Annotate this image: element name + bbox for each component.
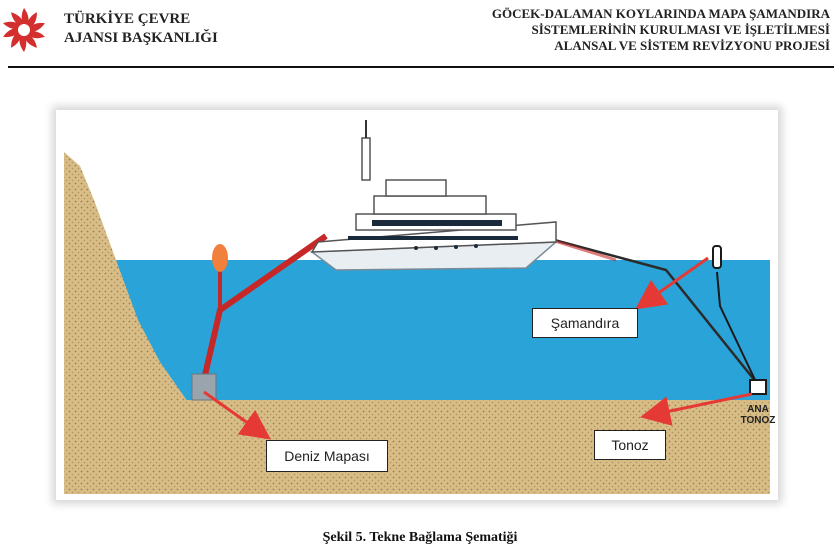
stern-mooring-line	[531, 232, 757, 383]
yacht-icon	[309, 120, 559, 271]
arrow-samandira	[635, 256, 709, 310]
orange-buoy-icon	[212, 244, 228, 272]
main-tonoz-block	[749, 379, 767, 395]
project-title: GÖCEK-DALAMAN KOYLARINDA MAPA ŞAMANDIRA …	[492, 6, 830, 54]
arrow-deniz-mapasi	[203, 390, 271, 440]
org-line-1: TÜRKİYE ÇEVRE	[64, 11, 191, 27]
mooring-diagram-svg	[64, 116, 770, 494]
figure-caption: Şekil 5. Tekne Bağlama Şematiği	[322, 530, 518, 545]
project-line-2: SİSTEMLERİNİN KURULMASI VE İŞLETİLMESİ	[531, 22, 831, 37]
buoy-chain	[716, 271, 757, 383]
ana-tonoz-line-2: TONOZ	[740, 415, 776, 426]
header-divider	[8, 66, 834, 68]
ana-tonoz-line-1: ANA	[747, 404, 769, 415]
samandira-label: Şamandıra	[532, 308, 638, 338]
tonoz-label: Tonoz	[594, 430, 666, 460]
organization-name: TÜRKİYE ÇEVRE AJANSI BAŞKANLIĞI	[64, 10, 218, 48]
project-line-1: GÖCEK-DALAMAN KOYLARINDA MAPA ŞAMANDIRA	[491, 6, 830, 21]
mooring-diagram: Şamandıra Deniz Mapası Tonoz ANA TONOZ	[56, 110, 778, 500]
agency-logo	[0, 2, 52, 54]
deniz-mapasi-label: Deniz Mapası	[266, 440, 388, 472]
org-line-2: AJANSI BAŞKANLIĞI	[64, 30, 218, 46]
arrow-tonoz	[640, 392, 753, 426]
coastal-cliff	[64, 152, 188, 402]
ana-tonoz-label: ANA TONOZ	[740, 404, 776, 426]
project-line-3: ALANSAL VE SİSTEM REVİZYONU PROJESİ	[554, 38, 830, 53]
sea-anchor-block	[191, 373, 217, 401]
mooring-buoy-icon	[712, 245, 722, 269]
